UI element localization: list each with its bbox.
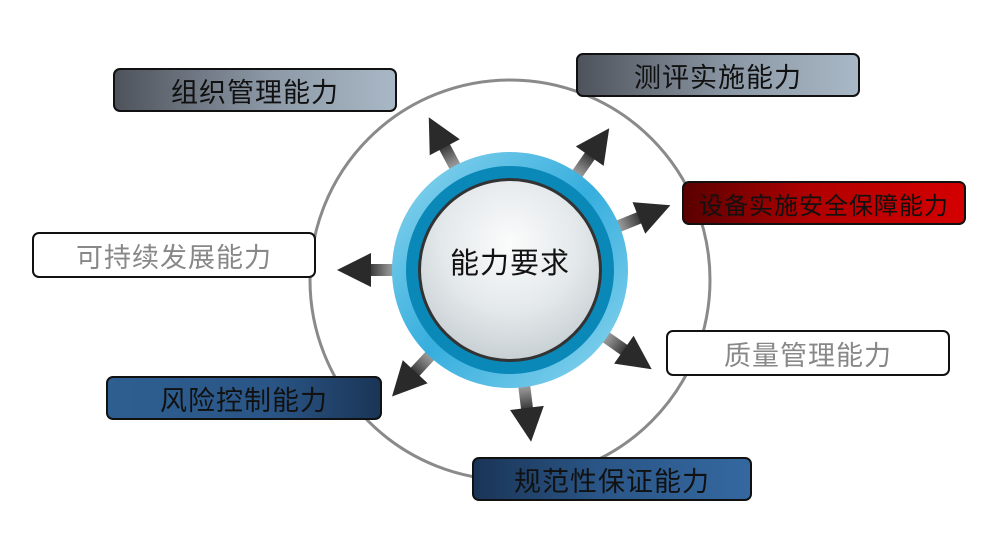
center-disc <box>421 181 599 359</box>
node-equip[interactable]: 设备实施安全保障能力 <box>682 181 974 233</box>
node-norm[interactable]: 规范性保证能力 <box>472 457 760 509</box>
node-norm-label: 规范性保证能力 <box>514 466 710 498</box>
node-eval-label: 测评实施能力 <box>634 62 802 94</box>
node-quality-label: 质量管理能力 <box>724 340 892 372</box>
node-sustain-label: 可持续发展能力 <box>76 242 272 274</box>
node-risk[interactable]: 风险控制能力 <box>106 376 390 428</box>
node-equip-label: 设备实施安全保障能力 <box>699 191 949 220</box>
node-eval[interactable]: 测评实施能力 <box>576 53 868 105</box>
node-quality[interactable]: 质量管理能力 <box>666 330 950 376</box>
node-risk-label: 风险控制能力 <box>160 385 328 417</box>
center-label: 能力要求 <box>449 246 570 280</box>
node-org[interactable]: 组织管理能力 <box>113 68 405 120</box>
node-org-label: 组织管理能力 <box>171 77 339 109</box>
node-sustain[interactable]: 可持续发展能力 <box>32 232 316 278</box>
